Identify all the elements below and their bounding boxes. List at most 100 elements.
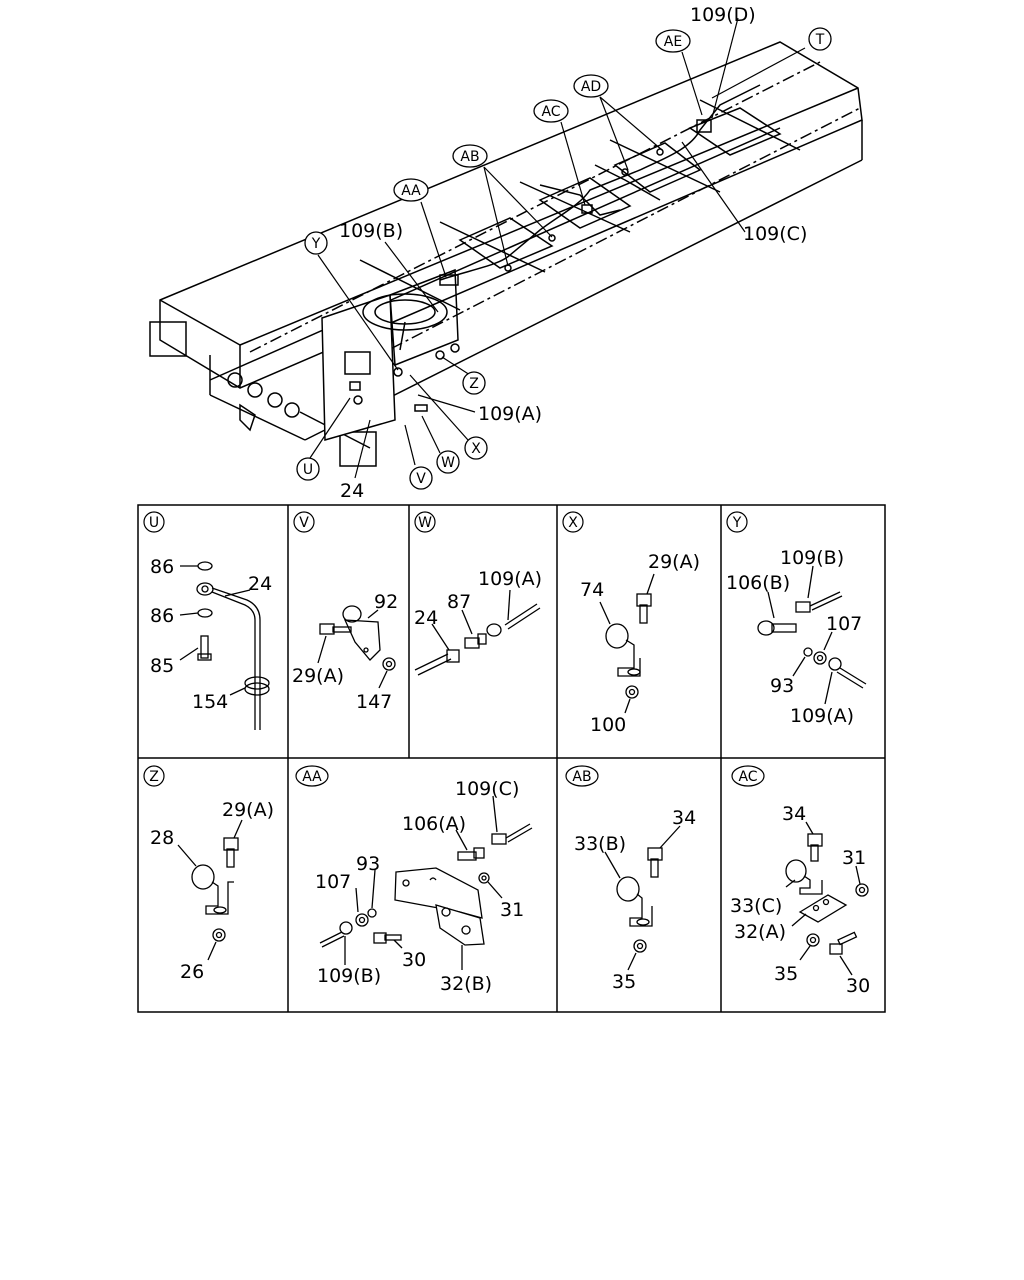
callout-T: T [808,27,832,51]
detail-grid [137,504,886,1013]
panel-tags: U V W X Y Z AA AB AC [143,511,765,787]
part-label-panels-AB-tag: AB [572,769,591,785]
part-label-panels-AB-labels-2: 35 [612,971,636,993]
part-label-panels-AA-tag: AA [302,769,322,785]
part-label-panels-Y-labels-2: 107 [826,613,862,635]
panel-tag-V: V [293,511,315,533]
overview-callouts: T AE AD AC AB AA Y Z X W V U [296,27,832,490]
part-label-overview-callouts-T: T [815,32,825,48]
label-24: 24 [340,480,364,502]
part-label-overview-callouts-AD: AD [581,79,601,95]
part-label-panels-AB-labels-1: 33(B) [574,833,626,855]
part-label-panels-Z-labels-0: 29(A) [222,799,274,821]
part-label-panels-Z-tag: Z [149,769,159,785]
panel-Z: 29(A) 28 26 [150,799,274,983]
part-label-panels-AC-labels-2: 33(C) [730,895,782,917]
part-label-overview-callouts-AE: AE [664,34,682,50]
part-label-panels-X-labels-1: 74 [580,579,604,601]
part-label-panels-X-labels-0: 29(A) [648,551,700,573]
part-label-overview-callouts-V: V [416,471,426,487]
panel-tag-Z: Z [143,765,165,787]
part-label-panels-X-tag: X [568,515,578,531]
panel-U: 86 24 86 85 154 [150,556,272,730]
part-label-panels-V-labels-0: 92 [374,591,398,613]
overview-part-labels: 109(D) 109(C) 109(B) 109(A) 24 [339,4,807,502]
panel-Y: 109(B) 106(B) 107 93 109(A) [726,547,867,727]
chassis-frame-drawing [149,41,863,467]
part-label-panels-AB-labels-0: 34 [672,807,696,829]
part-label-panels-X-labels-2: 100 [590,714,626,736]
part-label-panels-AA-labels-6: 109(B) [317,965,381,987]
part-label-panels-V-tag: V [299,515,309,531]
part-label-overview-callouts-Z: Z [469,376,479,392]
part-label-panels-W-labels-0: 109(A) [478,568,542,590]
part-label-overview-callouts-W: W [441,455,455,471]
part-label-overview-callouts-X: X [471,441,481,457]
part-label-panels-U-tag: U [149,515,159,531]
panel-tag-U: U [143,511,165,533]
part-label-panels-AA-labels-7: 32(B) [440,973,492,995]
callout-AB: AB [452,144,488,168]
label-109B: 109(B) [339,220,403,242]
part-label-panels-U-labels-1: 24 [248,573,272,595]
part-label-panels-AC-tag: AC [738,769,757,785]
callout-U: U [296,457,320,481]
part-label-panels-AA-labels-2: 93 [356,853,380,875]
part-label-overview-callouts-AA: AA [401,183,421,199]
label-109D: 109(D) [690,4,756,26]
part-label-panels-Y-labels-1: 106(B) [726,572,790,594]
panel-tag-Y: Y [726,511,748,533]
part-label-panels-Y-labels-4: 109(A) [790,705,854,727]
panel-tag-X: X [562,511,584,533]
part-label-panels-V-labels-2: 147 [356,691,392,713]
part-label-panels-AA-labels-0: 109(C) [455,778,519,800]
panel-tag-W: W [414,511,436,533]
part-label-panels-Z-labels-1: 28 [150,827,174,849]
part-label-panels-W-labels-1: 87 [447,591,471,613]
overview-leader-lines [309,17,806,479]
callout-AA: AA [393,178,429,202]
part-label-panels-AC-labels-1: 31 [842,847,866,869]
part-label-panels-AC-labels-3: 32(A) [734,921,786,943]
part-label-panels-AC-labels-5: 30 [846,975,870,997]
panel-V: 92 29(A) 147 [292,591,398,713]
part-label-panels-Z-labels-2: 26 [180,961,204,983]
callout-V: V [409,466,433,490]
panel-tag-AC: AC [731,765,765,787]
part-label-panels-U-labels-0: 86 [150,556,174,578]
panel-AA: 109(C) 106(A) 93 107 31 30 109(B) 32(B) [315,778,533,995]
panel-tag-AA: AA [295,765,329,787]
callout-Z: Z [462,371,486,395]
part-label-panels-Y-labels-0: 109(B) [780,547,844,569]
callout-AC: AC [533,99,569,123]
label-109A: 109(A) [478,403,542,425]
callout-W: W [436,450,460,474]
part-label-overview-callouts-Y: Y [311,236,321,252]
part-label-panels-AA-labels-5: 30 [402,949,426,971]
panel-AC: 34 31 33(C) 32(A) 35 30 [730,803,870,997]
callout-AD: AD [573,74,609,98]
label-109C: 109(C) [743,223,807,245]
panel-X: 29(A) 74 100 [580,551,700,736]
callout-AE: AE [655,29,691,53]
callout-Y: Y [304,231,328,255]
part-label-panels-U-labels-3: 85 [150,655,174,677]
part-label-panels-W-labels-2: 24 [414,607,438,629]
part-label-panels-AA-labels-3: 107 [315,871,351,893]
part-label-panels-U-labels-4: 154 [192,691,228,713]
part-label-panels-Y-labels-3: 93 [770,675,794,697]
part-label-overview-callouts-AB: AB [460,149,479,165]
part-label-panels-U-labels-2: 86 [150,605,174,627]
part-label-panels-AC-labels-0: 34 [782,803,806,825]
panel-tag-AB: AB [565,765,599,787]
part-label-panels-AA-labels-1: 106(A) [402,813,466,835]
callout-X: X [464,436,488,460]
part-label-panels-V-labels-1: 29(A) [292,665,344,687]
panel-W: 109(A) 87 24 [414,568,542,676]
part-label-panels-Y-tag: Y [732,515,742,531]
part-label-overview-callouts-U: U [303,462,313,478]
panel-AB: 34 33(B) 35 [574,807,696,993]
part-label-overview-callouts-AC: AC [541,104,560,120]
